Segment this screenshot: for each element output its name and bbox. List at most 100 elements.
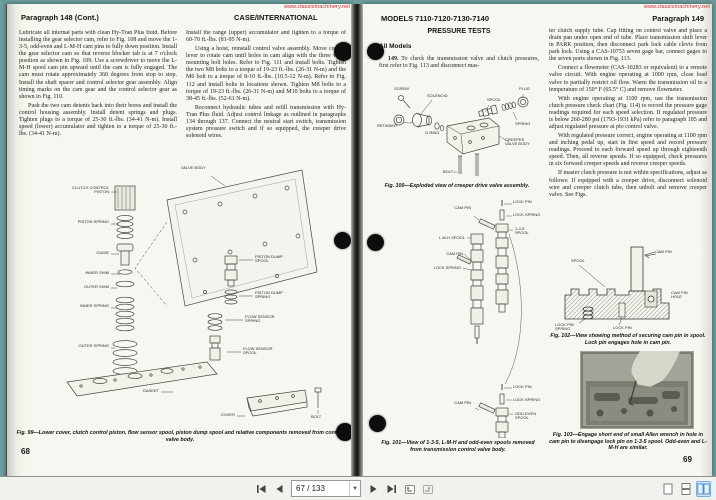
fig-label: RETAINER: [377, 123, 397, 128]
fig101-caption: Fig. 101—View of 1-3-5, L-M-H and odd-ev…: [381, 440, 535, 453]
continuous-view-icon: [681, 483, 690, 495]
continuous-view-button[interactable]: [678, 481, 693, 497]
fig-label: PISTON DUMP SPOOL: [255, 254, 283, 264]
previous-view-button[interactable]: [401, 481, 417, 497]
fig-label: LOCK PIN SPRING: [555, 322, 574, 332]
fig103-photo-image: [580, 351, 694, 429]
fig-label: GUIDE: [96, 250, 109, 255]
fig103-caption: Fig. 103—Engage short end of small Allen…: [549, 432, 707, 452]
body-paragraph: With regulated pressure correct, engine …: [549, 133, 707, 168]
watermark-url: www.classicmachinery.net: [643, 4, 710, 10]
fig-label: SPOOL: [487, 97, 501, 102]
next-view-button[interactable]: [419, 481, 435, 497]
page-number-69: 69: [683, 455, 692, 464]
fig-label: PISTON DUMP SPRING: [255, 290, 283, 300]
body-paragraph: With engine operating at 1100 rpm, use t…: [549, 95, 707, 131]
fig-label: ODD-EVEN SPOOL: [515, 411, 537, 421]
page-layout-controls: [660, 481, 711, 497]
book-spine-shadow: [351, 4, 363, 477]
fig-label: OUTER SHIM: [83, 284, 109, 289]
fig-label: LOCK SPRING: [513, 212, 541, 217]
first-page-icon: [256, 484, 265, 493]
fig99-drawing: [66, 169, 322, 417]
page-69: www.classicmachinery.net MODELS 7110-712…: [363, 4, 712, 477]
fig-label: 1-3-5 SPOOL: [515, 226, 529, 236]
fig-label: O-RING: [425, 130, 440, 135]
previous-page-button[interactable]: [271, 481, 287, 497]
next-view-icon: [422, 484, 433, 494]
fig-label: VALVE BODY: [181, 165, 206, 170]
paragraph-text: To check the transmission valve and clut…: [379, 56, 539, 70]
left-page-column-1: Lubricate all internal parts with clean …: [19, 30, 177, 162]
fig-label: LOCK PIN: [613, 325, 632, 330]
binder-hole: [334, 232, 351, 249]
binder-hole: [336, 423, 354, 441]
body-paragraph: Lubricate all internal parts with clean …: [19, 30, 177, 100]
fig103-photo: [580, 351, 694, 429]
left-page-column-2: Install the range (upper) accumulator an…: [186, 30, 346, 176]
right-page-column-2: ter clutch supply tube. Cap fitting on c…: [549, 28, 707, 242]
fig-label: LOCK SPRING: [513, 397, 541, 402]
binder-hole: [367, 234, 384, 251]
last-page-icon: [387, 484, 396, 493]
single-page-view-button[interactable]: [660, 481, 675, 497]
fig-label: COVER: [220, 412, 235, 417]
body-paragraph: Push the two cam detents back into their…: [19, 102, 177, 138]
fig99-caption: Fig. 99—Lower cover, clutch control pist…: [16, 430, 344, 443]
fig-label: LOCK PIN: [513, 199, 532, 204]
previous-view-icon: [404, 484, 415, 494]
fig-label: FLOW SENSOR SPOOL: [243, 346, 273, 356]
fig-label: PLUG: [519, 86, 530, 91]
next-page-button[interactable]: [365, 481, 381, 497]
body-paragraph: Reconnect hydraulic tubes and refill tra…: [186, 104, 346, 140]
body-paragraph: If master clutch pressure is not within …: [549, 170, 707, 198]
fig-label: GASKET: [142, 388, 159, 393]
watermark-url: www.classicmachinery.net: [283, 4, 350, 10]
left-page-header: Paragraph 148 (Cont.): [21, 13, 99, 22]
fig-label: SPOOL: [571, 258, 585, 263]
facing-pages-view-button[interactable]: [696, 481, 711, 497]
binder-hole: [369, 415, 386, 432]
fig-label: FLOW SENSOR SPRING: [245, 314, 275, 324]
left-page-brand-header: CASE/INTERNATIONAL: [234, 13, 318, 22]
page-68: www.classicmachinery.net Paragraph 148 (…: [6, 4, 354, 477]
first-page-button[interactable]: [253, 481, 269, 497]
next-page-icon: [370, 484, 376, 493]
right-page-header: MODELS 7110-7120-7130-7140: [381, 14, 489, 23]
fig100-diagram: SCREW SOLENOID RETAINER O-RING SPOOL PLU…: [377, 82, 537, 182]
fig100-caption: Fig. 100—Exploded view of creeper drive …: [384, 183, 530, 189]
page-indicator-value: 67 / 133: [296, 484, 325, 493]
fig-label: INNER SPRING: [80, 303, 109, 308]
fig-label: SCREW: [394, 86, 409, 91]
fig-label: LOCK SPRING: [433, 265, 461, 270]
last-page-button[interactable]: [383, 481, 399, 497]
fig102-caption: Fig. 102—View showing method of securing…: [550, 333, 706, 346]
fig-label: CAM PIN: [446, 251, 463, 256]
fig102-drawing: [564, 246, 670, 326]
fig-label: BOLT: [443, 169, 454, 174]
section-title: PRESSURE TESTS: [427, 28, 491, 35]
binder-hole: [367, 43, 384, 60]
page-number-68: 68: [21, 447, 30, 456]
fig-label: CAM PIN: [454, 205, 471, 210]
fig-label: BOLT: [311, 414, 322, 419]
paragraph-number: 149.: [388, 56, 399, 62]
fig-label: SPRING: [515, 121, 531, 126]
single-page-view-icon: [663, 483, 672, 495]
body-paragraph: ter clutch supply tube. Cap fitting on c…: [549, 28, 707, 63]
fig-label: INNER SHIM: [85, 270, 109, 275]
fig-label: L-M-H SPOOL: [438, 235, 465, 240]
chevron-down-icon[interactable]: ▼: [349, 481, 358, 496]
fig-label: CAM PIN HOLE: [671, 290, 688, 300]
fig-label: LOCK PIN: [513, 384, 532, 389]
page-number-input[interactable]: 67 / 133 ▼: [291, 480, 361, 497]
previous-page-icon: [276, 484, 282, 493]
fig101-drawing: [456, 200, 522, 438]
body-paragraph: Using a hoist, reinstall control valve a…: [186, 46, 346, 102]
fig-label: SOLENOID: [427, 93, 448, 98]
subheading: All Models: [379, 43, 412, 50]
body-paragraph: Connect a flowmeter (CAS-10283 or equiva…: [549, 65, 707, 93]
fig101-diagram: LOCK PIN LOCK SPRING 1-3-5 SPOOL CAM PIN…: [375, 198, 541, 438]
facing-pages-view-icon: [697, 483, 710, 495]
